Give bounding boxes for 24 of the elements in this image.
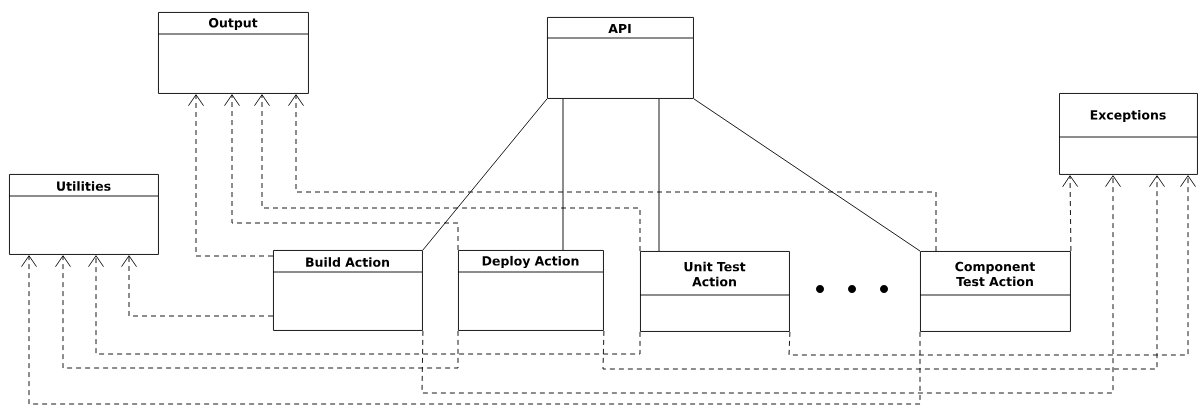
dependency-arrow <box>55 255 459 369</box>
class-box: Build Action <box>272 250 423 331</box>
dependency-arrow <box>1062 175 1079 252</box>
dependency-arrow <box>602 175 1165 370</box>
dependency-arrow <box>288 94 937 252</box>
dependency-arrow <box>188 94 274 257</box>
class-box: Exceptions <box>1058 93 1198 175</box>
class-box: Unit Test Action <box>639 251 790 332</box>
association-line <box>562 98 564 251</box>
dependency-arrow <box>421 175 1121 394</box>
dependency-arrow <box>121 255 274 317</box>
dependency-arrow <box>254 94 641 252</box>
class-box: Deploy Action <box>457 250 604 331</box>
dependency-arrow <box>88 255 641 355</box>
class-box: API <box>546 17 694 99</box>
dependency-arrow <box>788 175 1196 356</box>
association-line <box>422 98 548 251</box>
dependency-arrow <box>21 255 921 405</box>
class-box: Utilities <box>8 174 159 255</box>
class-box: Output <box>157 12 309 94</box>
association-line <box>693 98 921 252</box>
dependency-arrow <box>224 94 459 251</box>
association-line <box>658 98 660 252</box>
class-box: Component Test Action <box>919 251 1071 332</box>
